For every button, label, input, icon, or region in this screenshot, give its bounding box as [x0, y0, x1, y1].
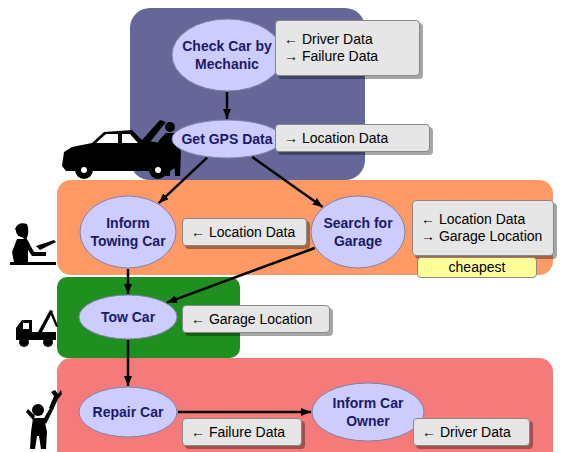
ellipse-shape — [311, 196, 405, 268]
car-hub-icon — [155, 167, 161, 173]
process-ellipse: Check Car by Mechanic — [171, 18, 284, 92]
tow-hook-icon — [51, 311, 58, 327]
data-label: ← Location Data — [191, 224, 298, 241]
tow-wheel-icon — [19, 337, 29, 347]
tow-boom-icon — [38, 310, 53, 332]
flow-arrow — [167, 248, 315, 303]
process-label: Tow Car — [101, 309, 155, 325]
worker-arm-icon — [26, 409, 35, 420]
laptop-icon — [36, 240, 56, 250]
operator-body-icon — [12, 239, 46, 262]
ellipse-shape — [312, 383, 424, 441]
car-window-icon — [96, 134, 118, 143]
data-label: ← Location Data — [421, 211, 545, 228]
ellipse-shape — [172, 120, 282, 158]
ellipse-shape — [172, 19, 283, 91]
data-box: ← Location Data→ Garage Location — [412, 200, 554, 256]
ellipse-text-wrap: Inform Towing Car — [83, 214, 173, 250]
mechanic-body-icon — [158, 133, 181, 176]
process-ellipse: Search for Garage — [310, 195, 406, 269]
worker-head-icon — [32, 404, 44, 416]
mechanic-head-icon — [165, 122, 175, 132]
car-window-icon — [122, 134, 138, 143]
desk-icon — [10, 262, 56, 265]
wrench-icon — [49, 390, 62, 410]
process-label: Get GPS Data — [181, 131, 272, 147]
flow-arrow — [252, 157, 323, 207]
ellipse-text-wrap: Inform Car Owner — [323, 394, 413, 430]
data-box: ← Failure Data — [182, 418, 302, 446]
process-ellipse: Repair Car — [78, 386, 178, 438]
process-label: Inform Car Owner — [333, 395, 404, 429]
tow-truck-icon — [16, 320, 56, 340]
ellipse-shape — [79, 295, 177, 339]
flow-arrow — [127, 269, 130, 294]
data-box: ← Garage Location — [182, 305, 330, 333]
data-label: ← Failure Data — [191, 424, 293, 441]
process-label: Search for Garage — [323, 215, 392, 249]
flow-arrow — [226, 92, 229, 119]
ellipse-text-wrap: Tow Car — [83, 308, 173, 326]
ellipse-outline — [310, 195, 406, 269]
ellipse-text-wrap: Repair Car — [83, 403, 173, 421]
ellipse-text-wrap: Get GPS Data — [171, 130, 283, 148]
ellipse-shape — [80, 196, 176, 268]
tow-wheel-icon — [43, 337, 53, 347]
ellipse-shape — [79, 387, 177, 437]
process-label: Repair Car — [93, 404, 164, 420]
data-label: ← Driver Data — [422, 424, 521, 441]
ellipse-text-wrap: Check Car by Mechanic — [182, 37, 272, 73]
data-label: → Failure Data — [284, 48, 411, 65]
note-text: cheapest — [449, 259, 506, 276]
data-label: → Garage Location — [421, 228, 545, 245]
operator-hair-icon — [15, 223, 28, 240]
car-wheel-icon — [75, 161, 93, 179]
car-hub-icon — [81, 167, 87, 173]
ellipse-text-wrap: Search for Garage — [313, 214, 403, 250]
car-wheel-icon — [149, 161, 167, 179]
ellipse-outline — [79, 195, 177, 269]
note-box: cheapest — [417, 257, 537, 278]
data-box: ← Location Data — [182, 218, 307, 246]
flow-arrow — [178, 411, 311, 414]
data-box: ← Driver Data — [413, 418, 530, 446]
process-label: Inform Towing Car — [90, 215, 165, 249]
flow-arrow — [159, 158, 207, 203]
process-label: Check Car by Mechanic — [182, 38, 271, 72]
process-ellipse: Get GPS Data — [171, 119, 283, 159]
data-label: ← Garage Location — [191, 311, 321, 328]
process-ellipse: Inform Car Owner — [311, 382, 425, 442]
data-box: → Location Data — [275, 124, 430, 152]
swimlane-band: Repair Car ← Failure Data Inform Car Owner… — [57, 358, 553, 452]
ellipse-outline — [171, 18, 284, 92]
process-ellipse: Inform Towing Car — [79, 195, 177, 269]
tow-window-icon — [23, 323, 29, 329]
data-label: ← Driver Data — [284, 31, 411, 48]
worker-body-icon — [30, 418, 47, 449]
process-ellipse: Tow Car — [78, 294, 178, 340]
worker-arm-icon — [43, 408, 53, 424]
data-box: ← Driver Data→ Failure Data — [275, 20, 420, 76]
flow-arrow — [127, 340, 130, 386]
swimlane-band: Tow Car← Garage Location — [57, 277, 240, 358]
data-label: → Location Data — [284, 130, 421, 147]
ellipse-outline — [311, 382, 425, 442]
